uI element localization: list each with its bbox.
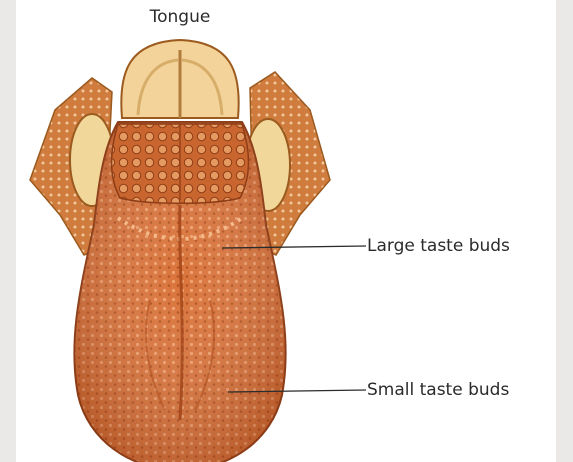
label-small-taste-buds: Small taste buds — [367, 380, 509, 400]
label-large-taste-buds: Large taste buds — [367, 236, 510, 256]
diagram-title: Tongue — [135, 7, 225, 27]
